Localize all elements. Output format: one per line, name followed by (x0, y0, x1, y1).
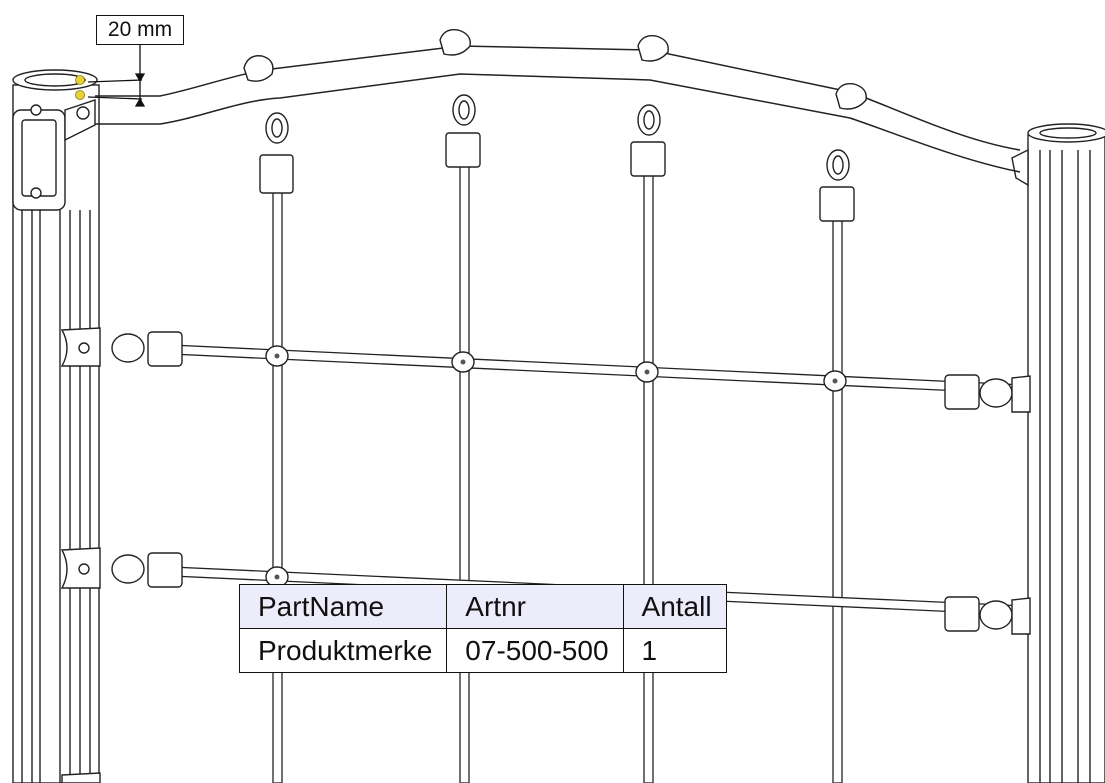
column-header-antall: Antall (622, 584, 727, 629)
column-header-artnr: Artnr (446, 584, 624, 629)
marker-dot (75, 90, 85, 100)
left-post (12, 69, 100, 783)
dimension-indicator (87, 45, 146, 107)
parts-table: PartName Artnr Antall Produktmerke 07-50… (238, 584, 727, 673)
table-cell-artnr: 07-500-500 (446, 628, 624, 673)
dimension-label: 20 mm (96, 15, 184, 45)
top-rope (95, 45, 1021, 173)
table-header-row: PartName Artnr Antall (238, 584, 727, 629)
table-cell-partname: Produktmerke (238, 628, 448, 673)
side-terminals (60, 327, 1031, 783)
top-clamps (243, 29, 867, 110)
highlight-markers (75, 75, 85, 100)
table-row: Produktmerke 07-500-500 1 (238, 628, 727, 673)
column-header-partname: PartName (238, 584, 448, 629)
marker-dot (75, 75, 85, 85)
right-post (1011, 123, 1105, 783)
table-cell-antall: 1 (622, 628, 727, 673)
vertical-ropes (272, 154, 843, 783)
eye-bolts (259, 94, 855, 222)
